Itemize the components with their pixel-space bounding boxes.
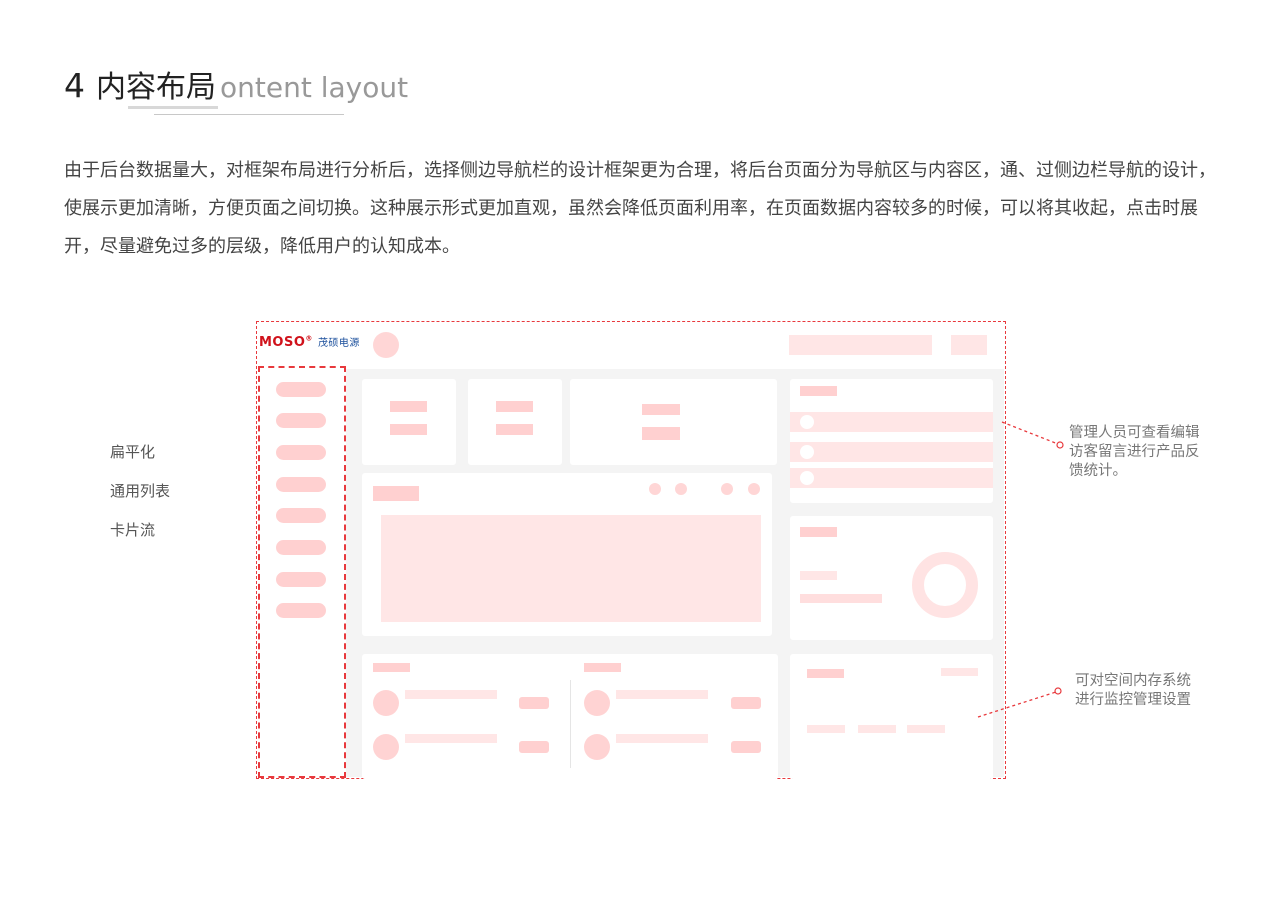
message-row-2-avatar <box>800 445 814 459</box>
header-logo: MOSO® 茂硕电源 <box>259 334 360 350</box>
stat-card-1-value <box>390 424 427 435</box>
message-row-1-avatar <box>800 415 814 429</box>
title-underline-accent <box>128 106 218 109</box>
stat-card-3-value <box>642 427 680 440</box>
note-messages-line-2: 访客留言进行产品反 <box>1069 444 1200 460</box>
storage-stat-1 <box>807 725 845 733</box>
section-title-cn: 内容布局 <box>96 70 216 105</box>
list-row-4-text <box>616 734 708 743</box>
bottom-list-title-right <box>584 663 621 672</box>
list-row-4-action[interactable] <box>731 741 761 753</box>
chart-area-placeholder <box>381 515 761 622</box>
sidebar-frame <box>258 366 346 778</box>
sidebar-item-4[interactable] <box>276 477 326 492</box>
sidebar-item-3[interactable] <box>276 445 326 460</box>
storage-card-action[interactable] <box>941 668 978 676</box>
message-list-card[interactable] <box>790 379 993 503</box>
header-avatar-placeholder[interactable] <box>373 332 399 358</box>
sidebar-item-7[interactable] <box>276 572 326 587</box>
bottom-list-divider <box>570 680 571 768</box>
stat-card-3-title <box>642 404 680 415</box>
donut-card-label-1 <box>800 571 837 580</box>
list-row-2-text <box>405 734 497 743</box>
donut-chart-card[interactable] <box>790 516 993 640</box>
stat-card-2-title <box>496 401 533 412</box>
list-row-1-avatar <box>373 690 399 716</box>
note-messages-line-3: 馈统计。 <box>1069 463 1127 479</box>
stat-card-1[interactable] <box>362 379 456 465</box>
sidebar-item-8[interactable] <box>276 603 326 618</box>
logo-mark: ® <box>305 334 313 343</box>
note-messages-line-1: 管理人员可查看编辑 <box>1069 425 1200 441</box>
title-underline <box>154 114 344 115</box>
label-card-flow: 卡片流 <box>110 521 156 539</box>
sidebar-item-5[interactable] <box>276 508 326 523</box>
storage-stat-3 <box>907 725 945 733</box>
logo-sub: 茂硕电源 <box>317 338 360 349</box>
sidebar-item-6[interactable] <box>276 540 326 555</box>
note-storage: 可对空间内存系统 进行监控管理设置 <box>1075 672 1191 710</box>
message-row-1[interactable] <box>790 412 993 432</box>
label-flat: 扁平化 <box>110 443 156 461</box>
storage-stat-2 <box>858 725 896 733</box>
list-row-4-avatar <box>584 734 610 760</box>
storage-card[interactable] <box>790 654 993 779</box>
chart-legend-dot-4[interactable] <box>748 483 760 495</box>
chart-legend-dot-1[interactable] <box>649 483 661 495</box>
list-row-3-text <box>616 690 708 699</box>
chart-title-placeholder <box>373 486 419 501</box>
list-row-3-action[interactable] <box>731 697 761 709</box>
donut-card-label-2 <box>800 594 882 603</box>
label-common-list: 通用列表 <box>110 482 171 500</box>
chart-legend-dot-2[interactable] <box>675 483 687 495</box>
header-action-placeholder[interactable] <box>951 335 987 355</box>
message-list-title <box>800 386 837 396</box>
list-row-3-avatar <box>584 690 610 716</box>
stat-card-2[interactable] <box>468 379 562 465</box>
note-storage-line-1: 可对空间内存系统 <box>1075 673 1191 689</box>
stat-card-3[interactable] <box>570 379 777 465</box>
header-search-placeholder[interactable] <box>789 335 932 355</box>
message-row-3-avatar <box>800 471 814 485</box>
list-row-2-avatar <box>373 734 399 760</box>
storage-card-title <box>807 669 844 678</box>
list-row-1-text <box>405 690 497 699</box>
stat-card-2-value <box>496 424 533 435</box>
chart-legend-dot-3[interactable] <box>721 483 733 495</box>
list-row-1-action[interactable] <box>519 697 549 709</box>
note-messages: 管理人员可查看编辑 访客留言进行产品反 馈统计。 <box>1069 424 1200 481</box>
message-row-2[interactable] <box>790 442 993 462</box>
bottom-list-title-left <box>373 663 410 672</box>
stat-card-1-title <box>390 401 427 412</box>
sidebar-item-1[interactable] <box>276 382 326 397</box>
logo-text: MOSO <box>259 335 306 350</box>
section-title-en: ontent layout <box>220 71 409 104</box>
sidebar-item-2[interactable] <box>276 413 326 428</box>
message-row-3[interactable] <box>790 468 993 488</box>
donut-card-title <box>800 527 837 537</box>
intro-paragraph: 由于后台数据量大，对框架布局进行分析后，选择侧边导航栏的设计框架更为合理，将后台… <box>64 160 1216 257</box>
bottom-list-card[interactable] <box>362 654 778 779</box>
section-number: 4 <box>64 66 85 105</box>
list-row-2-action[interactable] <box>519 741 549 753</box>
main-chart-card[interactable] <box>362 473 772 636</box>
note-storage-line-2: 进行监控管理设置 <box>1075 692 1191 708</box>
